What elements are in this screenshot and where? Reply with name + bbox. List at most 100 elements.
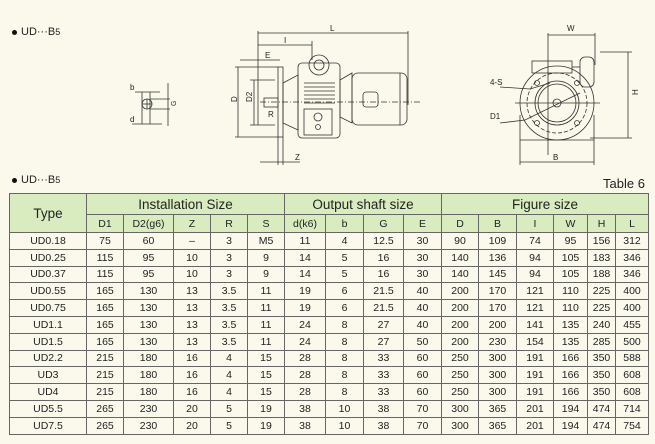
value-cell: M5 [247,232,285,250]
value-cell: 8 [325,332,364,351]
value-cell: 265 [86,416,124,435]
value-cell: 6 [325,299,364,317]
value-cell: 191 [516,349,554,368]
value-cell: 10 [325,399,364,418]
value-cell: 90 [441,232,479,250]
type-cell: UD2.2 [9,349,87,368]
value-cell: 60 [403,349,442,368]
value-cell: 20 [173,399,211,418]
type-cell: UD5.5 [9,399,87,418]
value-cell: 455 [615,315,649,334]
col-header-fig-l: L [615,214,649,233]
value-cell: 110 [553,299,588,317]
value-cell: 8 [325,315,364,334]
value-cell: 365 [478,399,517,418]
value-cell: 20 [173,416,211,435]
value-cell: 14 [284,265,326,284]
value-cell: 94 [516,265,554,284]
value-cell: 70 [403,416,442,435]
value-cell: 19 [284,299,326,317]
value-cell: 215 [86,349,124,368]
value-cell: 714 [615,399,649,418]
value-cell: 5 [210,416,248,435]
value-cell: 121 [516,299,554,317]
value-cell: 33 [363,349,404,368]
value-cell: 4 [210,383,248,401]
value-cell: 200 [478,315,517,334]
value-cell: 21.5 [363,299,404,317]
value-cell: 19 [247,416,285,435]
value-cell: 130 [123,282,174,301]
table-column-header-row: D1 D2(g6) Z R S d(k6) b G E D B I W H L [10,214,649,233]
label-Z: Z [295,153,300,162]
value-cell: 16 [173,383,211,401]
col-header-s: S [247,214,285,233]
col-header-e: E [403,214,442,233]
value-cell: 145 [478,265,517,284]
value-cell: 4 [210,349,248,368]
value-cell: 154 [516,332,554,351]
value-cell: 130 [123,315,174,334]
value-cell: 474 [587,399,616,418]
value-cell: 115 [86,265,124,284]
value-cell: 166 [553,383,588,401]
group-header-figure: Figure size [441,193,649,215]
value-cell: 3 [210,265,248,284]
value-cell: 9 [247,248,285,267]
value-cell: – [173,232,211,250]
value-cell: 3.5 [210,332,248,351]
value-cell: 265 [86,399,124,418]
value-cell: 5 [210,399,248,418]
value-cell: 15 [247,383,285,401]
value-cell: 165 [86,299,124,317]
label-g: G [171,101,178,106]
type-cell: UD0.25 [9,248,87,267]
value-cell: 28 [284,383,326,401]
col-header-fig-b: B [478,214,517,233]
value-cell: 201 [516,399,554,418]
value-cell: 11 [284,232,326,250]
value-cell: 11 [247,315,285,334]
top-title-suffix: 5 [55,27,61,37]
value-cell: 95 [553,232,588,250]
value-cell: 12.5 [363,232,404,250]
value-cell: 28 [284,366,326,385]
value-cell: 28 [284,349,326,368]
value-cell: 194 [553,399,588,418]
value-cell: 15 [247,366,285,385]
spec-table: Type Installation Size Output shaft size… [9,193,649,435]
value-cell: 250 [441,349,479,368]
type-cell: UD4 [9,383,87,401]
value-cell: 400 [615,299,649,317]
value-cell: 74 [516,232,554,250]
value-cell: 130 [123,332,174,351]
value-cell: 95 [123,248,174,267]
value-cell: 13 [173,282,211,301]
side-view-diagram: L I E R Z D D2 [230,25,420,165]
value-cell: 60 [403,383,442,401]
value-cell: 346 [615,265,649,284]
value-cell: 14 [284,248,326,267]
col-header-g: G [363,214,404,233]
value-cell: 130 [123,299,174,317]
value-cell: 300 [478,366,517,385]
value-cell: 24 [284,315,326,334]
value-cell: 8 [325,366,364,385]
value-cell: 350 [587,349,616,368]
value-cell: 24 [284,332,326,351]
value-cell: 16 [173,349,211,368]
value-cell: 16 [363,265,404,284]
value-cell: 365 [478,416,517,435]
top-title-prefix: UD···B [21,26,56,38]
value-cell: 285 [587,332,616,351]
col-header-fig-d: D [441,214,479,233]
value-cell: 38 [284,399,326,418]
value-cell: 588 [615,349,649,368]
value-cell: 19 [284,282,326,301]
value-cell: 50 [403,332,442,351]
value-cell: 135 [553,315,588,334]
value-cell: 240 [587,315,616,334]
value-cell: 13 [173,332,211,351]
